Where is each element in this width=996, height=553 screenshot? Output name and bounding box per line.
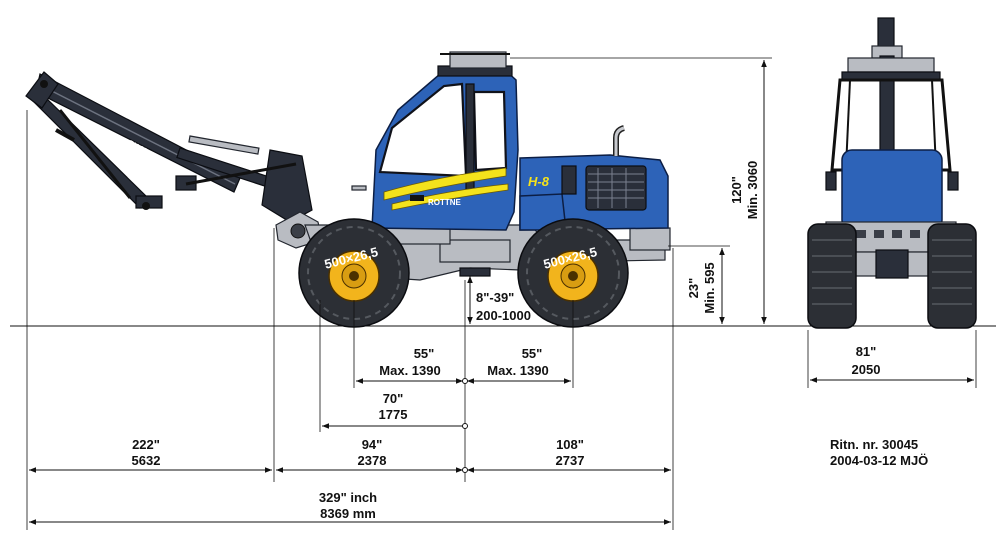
width-inch: 81" (856, 344, 877, 359)
total-length-mm: 8369 mm (320, 506, 376, 521)
height-mm: Min. 3060 (745, 161, 760, 220)
ground-clearance-mm: 200-1000 (476, 308, 531, 323)
body-clearance-inch: 23" (686, 278, 701, 299)
width-mm: 2050 (852, 362, 881, 377)
front-axle-mm: Max. 1390 (379, 363, 440, 378)
pivot-offset-mm: 1775 (379, 407, 408, 422)
drawing-date-author: 2004-03-12 MJÖ (830, 453, 928, 468)
pivot-offset-inch: 70" (383, 391, 404, 406)
total-length-inch: 329" inch (319, 490, 377, 505)
front-wheel: 500×26,5 (298, 218, 410, 328)
front-view-machine (807, 17, 977, 329)
rear-axle-mm: Max. 1390 (487, 363, 548, 378)
cab-brand: ROTTNE (428, 198, 462, 207)
front-length-mm: 2378 (358, 453, 387, 468)
body-clearance-mm: Min. 595 (702, 262, 717, 313)
dimension-labels: 120" Min. 3060 23" Min. 595 8"-39" 200-1… (132, 161, 929, 521)
front-length-inch: 94" (362, 437, 383, 452)
boom-reach-inch: 222" (132, 437, 160, 452)
rear-length-inch: 108" (556, 437, 584, 452)
rear-axle-inch: 55" (522, 346, 543, 361)
front-axle-inch: 55" (414, 346, 435, 361)
dimension-lines (26, 57, 977, 530)
boom-reach-mm: 5632 (132, 453, 161, 468)
crane-boom: ROTTNE RK 80 (25, 71, 323, 249)
drawing-ref-number: Ritn. nr. 30045 (830, 437, 918, 452)
model-badge: H-8 (528, 174, 550, 189)
rear-length-mm: 2737 (556, 453, 585, 468)
ground-clearance-inch: 8"-39" (476, 290, 514, 305)
rear-wheel: 500×26,5 (517, 218, 629, 328)
height-inch: 120" (729, 176, 744, 204)
